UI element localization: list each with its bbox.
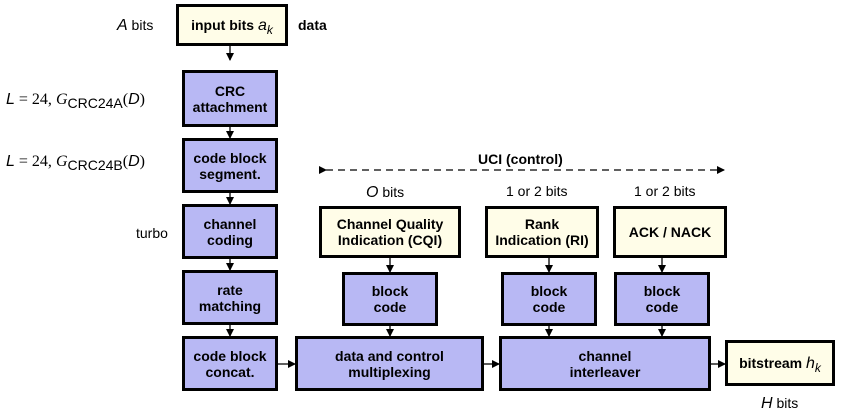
- block-code-ack-line1: block: [643, 283, 681, 299]
- channel-coding-box: channel coding: [182, 204, 278, 259]
- crc24a-l-variable: L: [6, 91, 15, 108]
- channel-interleaver-line2: interleaver: [569, 363, 641, 380]
- ack-nack-label: ACK / NACK: [628, 224, 712, 240]
- bitstream-variable: h: [806, 354, 815, 372]
- a-bits-label: A bits: [117, 16, 153, 35]
- crc24a-subscript: CRC24A: [67, 95, 123, 111]
- code-block-segmentation-box: code block segment.: [182, 138, 278, 193]
- block-code-cqi-line2: code: [373, 299, 407, 315]
- crc24a-polynomial-label: L = 24, GCRC24A(D): [6, 91, 145, 111]
- block-code-cqi-line1: block: [371, 283, 409, 299]
- a-bits-variable: A: [117, 17, 128, 34]
- crc24b-l-variable: L: [6, 153, 15, 170]
- bitstream-box: bitstream hk: [725, 340, 835, 386]
- crc24b-g-variable: G: [55, 153, 68, 170]
- o-bits-label: O bits: [366, 183, 404, 202]
- input-bits-subscript: k: [266, 22, 273, 37]
- crc24a-g-variable: G: [55, 91, 68, 108]
- a-bits-text: bits: [127, 17, 154, 33]
- rate-matching-line1: rate: [217, 281, 243, 298]
- crc24b-equals: = 24,: [14, 153, 56, 170]
- data-control-multiplexing-line1: data and control: [335, 347, 444, 364]
- code-block-concat-line2: concat.: [205, 363, 255, 380]
- crc24b-d-variable: D: [128, 153, 140, 170]
- code-block-segmentation-line2: segment.: [199, 165, 261, 182]
- ack-bits-label: 1 or 2 bits: [634, 183, 696, 199]
- data-control-multiplexing-box: data and control multiplexing: [295, 336, 484, 391]
- crc-attachment-line1: CRC: [214, 82, 246, 99]
- data-control-multiplexing-line2: multiplexing: [348, 363, 431, 380]
- o-bits-variable: O: [366, 184, 379, 201]
- crc24a-equals: = 24,: [14, 91, 56, 108]
- data-label: data: [298, 17, 327, 33]
- code-block-concat-box: code block concat.: [182, 336, 278, 391]
- bitstream-label: bitstream: [739, 354, 806, 371]
- bitstream-subscript: k: [814, 360, 821, 375]
- h-bits-variable: H: [761, 395, 773, 412]
- crc24b-subscript: CRC24B: [67, 157, 123, 173]
- block-code-ri-box: block code: [501, 272, 597, 326]
- input-bits-label: input bits: [191, 16, 258, 33]
- channel-coding-line1: channel: [203, 215, 257, 232]
- crc24a-d-variable: D: [128, 91, 140, 108]
- crc24b-polynomial-label: L = 24, GCRC24B(D): [6, 153, 145, 173]
- ri-line1: Rank: [524, 216, 560, 232]
- channel-interleaver-box: channel interleaver: [499, 336, 711, 391]
- turbo-label: turbo: [136, 225, 168, 241]
- block-code-cqi-box: block code: [342, 272, 438, 326]
- block-code-ri-line1: block: [530, 283, 568, 299]
- ack-nack-box: ACK / NACK: [613, 206, 727, 258]
- crc-attachment-line2: attachment: [192, 98, 268, 115]
- ri-bits-label: 1 or 2 bits: [506, 183, 568, 199]
- rate-matching-line2: matching: [198, 297, 262, 314]
- cqi-line2: Indication (CQI): [337, 232, 443, 248]
- input-bits-box: input bits ak: [176, 4, 288, 46]
- channel-coding-line2: coding: [207, 231, 253, 248]
- rate-matching-box: rate matching: [182, 270, 278, 325]
- channel-interleaver-line1: channel: [578, 347, 632, 364]
- uci-control-label: UCI (control): [478, 151, 563, 167]
- h-bits-text: bits: [772, 395, 799, 411]
- cqi-line1: Channel Quality: [336, 216, 444, 232]
- code-block-segmentation-line1: code block: [193, 149, 267, 166]
- o-bits-text: bits: [378, 184, 405, 200]
- block-code-ri-line2: code: [532, 299, 566, 315]
- h-bits-label: H bits: [761, 394, 798, 413]
- ri-box: Rank Indication (RI): [485, 206, 599, 258]
- crc-attachment-box: CRC attachment: [182, 70, 278, 127]
- block-code-ack-box: block code: [614, 272, 710, 326]
- cqi-box: Channel Quality Indication (CQI): [319, 206, 461, 258]
- code-block-concat-line1: code block: [193, 347, 267, 364]
- ri-line2: Indication (RI): [495, 232, 589, 248]
- input-bits-variable: a: [257, 16, 267, 34]
- block-code-ack-line2: code: [645, 299, 679, 315]
